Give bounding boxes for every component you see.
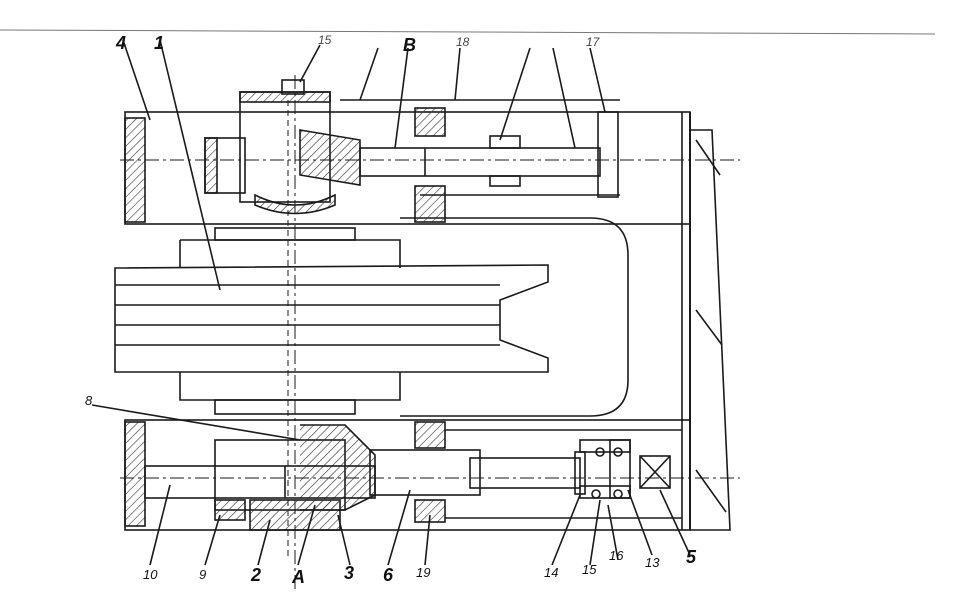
label-part-9: 9 [199, 567, 207, 582]
label-part-15: 15 [582, 562, 597, 577]
lower-shaft [144, 465, 376, 499]
label-part-14: 14 [544, 565, 559, 580]
label-part-19: 19 [416, 565, 431, 580]
label-section-b: B [403, 35, 416, 55]
label-part-16: 16 [609, 548, 624, 563]
label-part-6: 6 [383, 565, 394, 585]
left-block-bottom [124, 421, 146, 527]
left-block-top [124, 117, 146, 223]
label-section-a: A [292, 567, 305, 587]
label-part-18: 18 [456, 35, 470, 49]
workpiece [114, 264, 549, 373]
label-part-1: 1 [154, 33, 165, 53]
label-part-10: 10 [143, 567, 158, 582]
label-part-13: 13 [645, 555, 660, 570]
label-part-15-top: 15 [318, 33, 332, 47]
label-part-3: 3 [344, 563, 355, 583]
label-part-4: 4 [116, 33, 127, 53]
label-part-2: 2 [251, 565, 262, 585]
frame-bottom-bar [124, 419, 691, 531]
square-drive [639, 455, 671, 489]
label-part-5: 5 [686, 547, 697, 567]
screw-shaft [469, 457, 581, 489]
label-part-17: 17 [586, 35, 600, 49]
upper-shaft [359, 147, 601, 177]
label-part-8: 8 [85, 393, 93, 408]
